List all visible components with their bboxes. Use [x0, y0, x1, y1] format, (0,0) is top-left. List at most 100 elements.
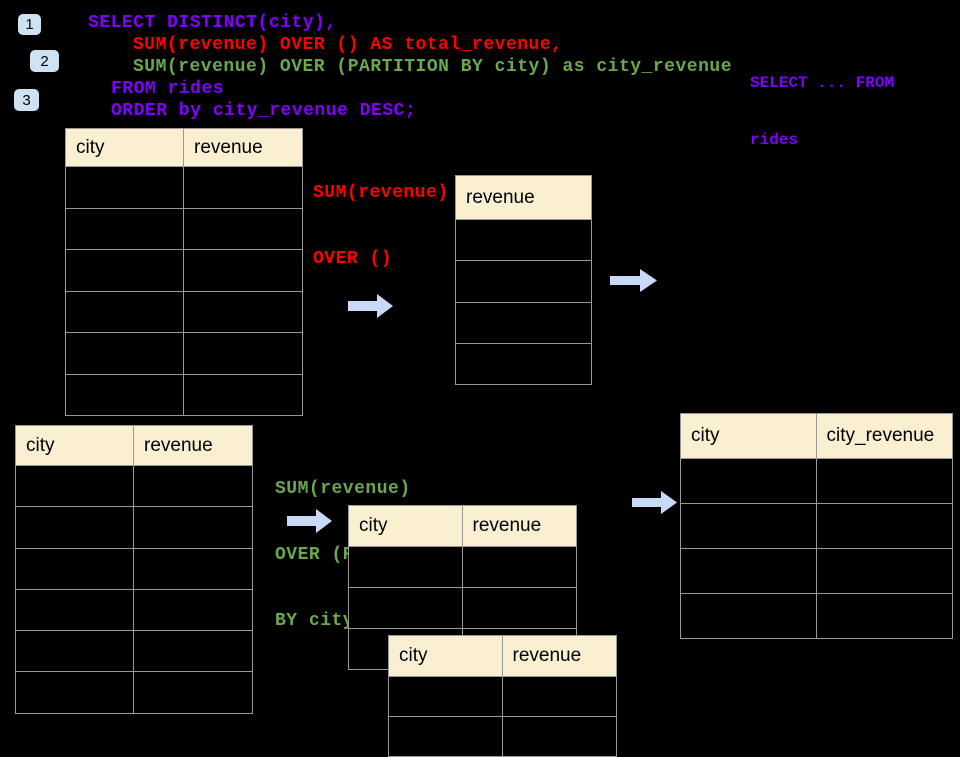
empty-cell [681, 549, 817, 593]
empty-cell [16, 672, 134, 713]
empty-cell [134, 631, 252, 671]
empty-cell [681, 504, 817, 548]
empty-cell [16, 466, 134, 507]
empty-cell [817, 504, 953, 548]
column-header-revenue: revenue [466, 186, 535, 208]
table-row [66, 207, 302, 250]
empty-cell [16, 631, 134, 672]
empty-cell [817, 549, 953, 593]
empty-cell [349, 547, 463, 587]
table-partition-group-overlay: city revenue [388, 635, 617, 757]
empty-cell [66, 250, 184, 291]
table-row [456, 342, 591, 384]
table-row [681, 458, 952, 503]
empty-cell [184, 209, 302, 250]
empty-cell [389, 717, 503, 756]
table-row [681, 503, 952, 548]
arrow-right-icon [610, 268, 657, 293]
table-row [16, 465, 252, 507]
empty-cell [134, 549, 252, 589]
empty-cell [349, 588, 463, 628]
table-row [16, 547, 252, 589]
table-header-row: city revenue [349, 506, 576, 546]
sql-line-order-by: ORDER by city_revenue DESC; [111, 101, 417, 121]
column-header-city: city [389, 636, 503, 676]
empty-cell [16, 507, 134, 548]
empty-cell [134, 590, 252, 630]
empty-cell [66, 291, 184, 332]
table-row [456, 260, 591, 301]
column-header-revenue: revenue [144, 434, 213, 456]
table-row [456, 301, 591, 343]
empty-cell [134, 672, 252, 712]
table-total-revenue: revenue [455, 175, 592, 386]
arrow-right-icon [348, 293, 393, 319]
empty-cell [184, 375, 302, 416]
table-header-row: city revenue [16, 426, 252, 465]
step-badge-1: 1 [18, 14, 41, 35]
side-note-line-1: SELECT ... FROM [750, 74, 895, 92]
empty-cell [456, 220, 591, 260]
sql-line-partition: SUM(revenue) OVER (PARTITION BY city) as… [133, 57, 732, 77]
empty-cell [463, 588, 577, 628]
step-badge-3: 3 [14, 89, 39, 111]
empty-cell [463, 547, 577, 587]
empty-cell [456, 344, 591, 384]
annotation-partition-line-1: SUM(revenue) [275, 479, 411, 499]
column-header-revenue: revenue [512, 645, 582, 666]
empty-cell [456, 261, 591, 301]
empty-cell [456, 303, 591, 343]
table-row [16, 630, 252, 672]
column-header-revenue: revenue [472, 515, 542, 536]
empty-cell [66, 208, 184, 249]
empty-cell [817, 594, 953, 638]
table-row [349, 546, 576, 587]
column-header-city: city [349, 506, 463, 546]
empty-cell [184, 250, 302, 291]
table-header-row: city revenue [389, 636, 616, 676]
sql-line-from: FROM rides [111, 79, 225, 99]
table-row [681, 593, 952, 638]
side-note-select-from: SELECT ... FROM rides [750, 36, 894, 169]
table-row [66, 249, 302, 291]
empty-cell [389, 677, 503, 716]
empty-cell [681, 594, 817, 638]
empty-cell [184, 333, 302, 374]
table-rides-source-bottom: city revenue [15, 425, 253, 714]
empty-cell [503, 717, 617, 756]
table-row [66, 373, 302, 416]
step-badge-2: 2 [30, 50, 59, 72]
sql-line-select: SELECT DISTINCT(city), [88, 13, 337, 33]
table-row [16, 588, 252, 631]
annotation-total-revenue: SUM(revenue) OVER () [313, 138, 449, 292]
table-row [66, 166, 302, 208]
table-row [681, 548, 952, 593]
annotation-total-line-2: OVER () [313, 249, 393, 269]
empty-cell [184, 292, 302, 333]
table-row [16, 506, 252, 548]
empty-cell [66, 167, 184, 208]
column-header-city_revenue: city_revenue [826, 425, 935, 446]
annotation-total-line-1: SUM(revenue) [313, 183, 449, 203]
sql-line-total-revenue: SUM(revenue) OVER () AS total_revenue, [133, 35, 563, 55]
table-row [66, 290, 302, 333]
table-row [389, 676, 616, 716]
empty-cell [66, 333, 184, 374]
table-row [389, 716, 616, 756]
table-row [349, 587, 576, 628]
table-row [66, 332, 302, 374]
arrow-right-icon [287, 508, 332, 534]
empty-cell [184, 167, 302, 208]
side-note-line-2: rides [750, 131, 799, 149]
empty-cell [134, 507, 252, 547]
column-header-revenue: revenue [194, 136, 263, 158]
arrow-right-icon [632, 490, 677, 515]
empty-cell [503, 677, 617, 716]
column-header-city: city [16, 426, 134, 465]
table-row [456, 219, 591, 260]
table-header-row: city city_revenue [681, 414, 952, 458]
table-result-city-revenue: city city_revenue [680, 413, 953, 639]
column-header-city: city [681, 414, 817, 458]
